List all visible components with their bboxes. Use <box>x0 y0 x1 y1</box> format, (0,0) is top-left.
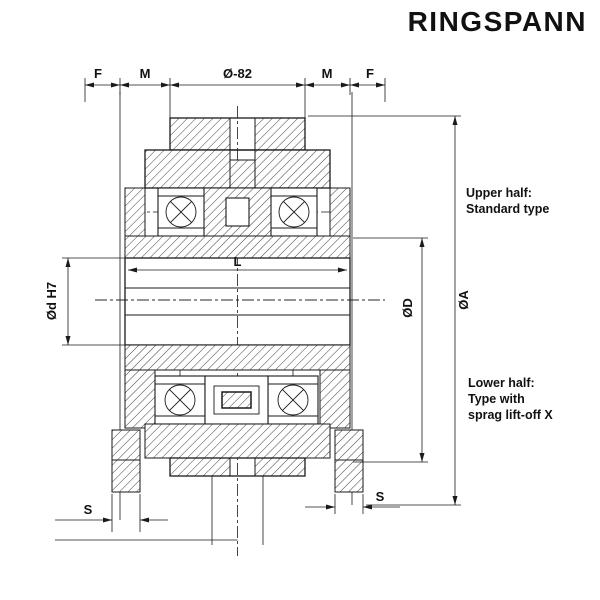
lower-half-title: Lower half: <box>468 376 535 390</box>
top-dimension-chain: F M Ø-82 M F <box>84 66 386 118</box>
lower-half-section <box>111 344 364 545</box>
outer-diameter-dimension: ØD <box>353 237 428 463</box>
bearing-upper-left <box>157 187 205 237</box>
dim-label-outer-d: ØD <box>400 298 415 318</box>
s-dimension-left: S <box>55 494 238 541</box>
upper-right-wing <box>329 187 351 237</box>
upper-half-section <box>124 117 351 259</box>
length-dimension: L <box>128 254 347 273</box>
ringspann-logo: RINGSPANN <box>408 6 587 37</box>
bearing-lower-right <box>267 375 319 425</box>
dim-label-overall-a: ØA <box>456 290 471 310</box>
dim-label-center: Ø-82 <box>223 66 252 81</box>
bore-dimension: Ød H7 <box>44 257 125 346</box>
dim-label-f-left: F <box>94 66 102 81</box>
upper-half-annotation: Upper half: Standard type <box>466 186 549 216</box>
upper-half-title: Upper half: <box>466 186 532 200</box>
left-foot-flange <box>111 429 141 493</box>
s-dimension-right: S <box>305 489 400 514</box>
right-foot-flange <box>334 429 364 493</box>
sprag-cage <box>204 375 269 425</box>
upper-left-wing <box>124 187 146 237</box>
lower-half-annotation: Lower half: Type with sprag lift-off X <box>468 376 553 422</box>
bearing-lower-left <box>154 375 206 425</box>
dim-label-m-right: M <box>322 66 333 81</box>
dim-label-length: L <box>234 254 242 269</box>
dim-label-bore: Ød H7 <box>44 282 59 320</box>
lower-half-desc-1: Type with <box>468 392 525 406</box>
overall-diameter-dimension: ØA <box>308 115 471 506</box>
lower-inner-hub <box>124 344 351 371</box>
dim-label-m-left: M <box>140 66 151 81</box>
dim-label-s-left: S <box>84 502 93 517</box>
upper-half-desc: Standard type <box>466 202 549 216</box>
bearing-upper-right <box>270 187 318 237</box>
dim-label-f-right: F <box>366 66 374 81</box>
lower-half-desc-2: sprag lift-off X <box>468 408 553 422</box>
dim-label-s-right: S <box>376 489 385 504</box>
